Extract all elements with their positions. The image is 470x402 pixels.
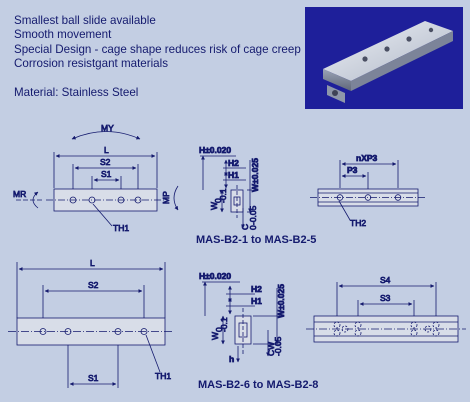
bearing-cage-pattern bbox=[333, 321, 440, 337]
feature-item: Special Design - cage shape reduces risk… bbox=[14, 42, 301, 56]
ball-circle bbox=[341, 325, 349, 333]
moment-mr-label: MR bbox=[13, 189, 26, 199]
dim-c-label: C bbox=[240, 224, 250, 230]
ball-circle bbox=[410, 329, 418, 337]
dim-h-step-label: h bbox=[229, 354, 234, 364]
dim-h1-label: H1 bbox=[228, 170, 239, 180]
mount-hole bbox=[69, 196, 77, 204]
dim-s1-large-label: S1 bbox=[88, 373, 99, 383]
dim-l-large-label: L bbox=[90, 258, 95, 268]
mount-hole bbox=[117, 196, 125, 204]
dim-w-label: W±0.025 bbox=[250, 158, 260, 192]
dim-s3-label: S3 bbox=[380, 293, 391, 303]
dim-w-lower-label: -0.1 bbox=[218, 188, 228, 203]
thread-th1-large-label: TH1 bbox=[155, 371, 171, 381]
dim-s2-large-label: S2 bbox=[88, 280, 99, 290]
dim-w-limit-label: W bbox=[209, 202, 219, 210]
small-slide-rail-view: nXP3 P3 TH2 bbox=[310, 153, 426, 228]
rail-hole bbox=[364, 194, 372, 201]
rail-hole bbox=[332, 90, 338, 96]
mount-hole bbox=[39, 328, 47, 335]
ball-circle bbox=[333, 329, 341, 337]
dim-nxp3-label: nXP3 bbox=[356, 153, 378, 163]
dim-c-tol-label: -0.05 bbox=[248, 205, 258, 225]
mount-hole bbox=[88, 196, 96, 204]
leader-line bbox=[145, 334, 161, 373]
large-slide-end-view: H±0.020 H2 H1 W±0.025 W 0 -0.1 h CW -0.0… bbox=[199, 271, 287, 365]
thread-th2-label: TH2 bbox=[350, 218, 366, 228]
small-slide-plan-view: MY L S2 S1 TH1 MR bbox=[13, 123, 165, 233]
moment-my-label: MY bbox=[101, 123, 114, 133]
caption-large-wrap: MAS-B2-6 to MAS-B2-8 bbox=[198, 379, 319, 391]
slide-side-face bbox=[351, 31, 453, 91]
ball-circle bbox=[432, 329, 440, 337]
caption-small-series: MAS-B2-1 to MAS-B2-5 bbox=[196, 234, 317, 246]
dim-l-label: L bbox=[104, 145, 109, 155]
moment-mp-arc bbox=[173, 185, 179, 211]
dim-w-upper-label: 0 bbox=[213, 198, 223, 203]
leader-line bbox=[92, 203, 113, 227]
moment-my-arc bbox=[71, 131, 141, 140]
thread-th1-label: TH1 bbox=[113, 223, 129, 233]
ball-circle bbox=[333, 321, 341, 329]
mount-hole bbox=[140, 328, 148, 335]
dim-h1-large-label: H1 bbox=[251, 296, 262, 306]
slide-body-outline bbox=[53, 188, 158, 212]
caption-small-wrap: MAS-B2-1 to MAS-B2-5 bbox=[196, 234, 317, 246]
dim-h-label: H±0.020 bbox=[199, 145, 231, 155]
ball-circle bbox=[424, 325, 432, 333]
dim-cw-label: CW bbox=[266, 342, 276, 356]
ball-slide-photo-illustration bbox=[323, 21, 453, 103]
mount-hole bbox=[114, 328, 122, 335]
dim-w-large-label: W±0.025 bbox=[276, 284, 286, 318]
dim-s4-label: S4 bbox=[380, 275, 391, 285]
mount-hole bbox=[362, 56, 368, 62]
small-slide-end-view: MP H±0.020 H2 H1 W±0.025 W 0 -0.1 C -0.0… bbox=[161, 145, 261, 231]
mount-hole bbox=[64, 328, 72, 335]
dim-s2-label: S2 bbox=[100, 157, 111, 167]
dim-cw-tol-label: -0.05 bbox=[273, 336, 283, 356]
feature-item: Corrosion resistgant materials bbox=[14, 57, 168, 71]
rail-hole bbox=[394, 194, 402, 201]
dim-s1-label: S1 bbox=[101, 169, 112, 179]
dim-h2-large-label: H2 bbox=[251, 284, 262, 294]
product-photo bbox=[305, 7, 463, 109]
mount-hole bbox=[428, 27, 434, 33]
feature-item: Smallest ball slide available bbox=[14, 14, 156, 27]
dim-w-limit-large-label: W bbox=[210, 332, 220, 340]
slide-end-face bbox=[323, 69, 351, 91]
dim-h-large-label: H±0.020 bbox=[199, 271, 231, 281]
dim-w-lower-large-label: -0.1 bbox=[219, 317, 229, 332]
large-slide-plan-view: L S2 S1 TH1 bbox=[8, 258, 174, 388]
ball-circle bbox=[432, 321, 440, 329]
feature-item: Smooth movement bbox=[14, 28, 112, 42]
dim-p3-label: P3 bbox=[347, 165, 358, 175]
ball-circle bbox=[354, 329, 362, 337]
leader-line bbox=[338, 200, 351, 221]
dim-h2-label: H2 bbox=[228, 158, 239, 168]
large-slide-rail-view: S4 S3 bbox=[306, 275, 466, 343]
mount-hole bbox=[406, 36, 412, 42]
ball-circle bbox=[354, 321, 362, 329]
mount-hole bbox=[384, 46, 390, 52]
mount-hole bbox=[134, 196, 142, 204]
dim-c-zero-label: 0 bbox=[248, 225, 258, 230]
ball-circle bbox=[410, 321, 418, 329]
feature-list: Smallest ball slide available Smooth mov… bbox=[14, 14, 301, 72]
caption-large-series: MAS-B2-6 to MAS-B2-8 bbox=[198, 379, 319, 391]
moment-mp-label: MP bbox=[161, 191, 171, 204]
rail-hole bbox=[336, 194, 344, 201]
material-text: Material: Stainless Steel bbox=[14, 86, 139, 99]
dim-w-upper-large-label: 0 bbox=[214, 327, 224, 332]
